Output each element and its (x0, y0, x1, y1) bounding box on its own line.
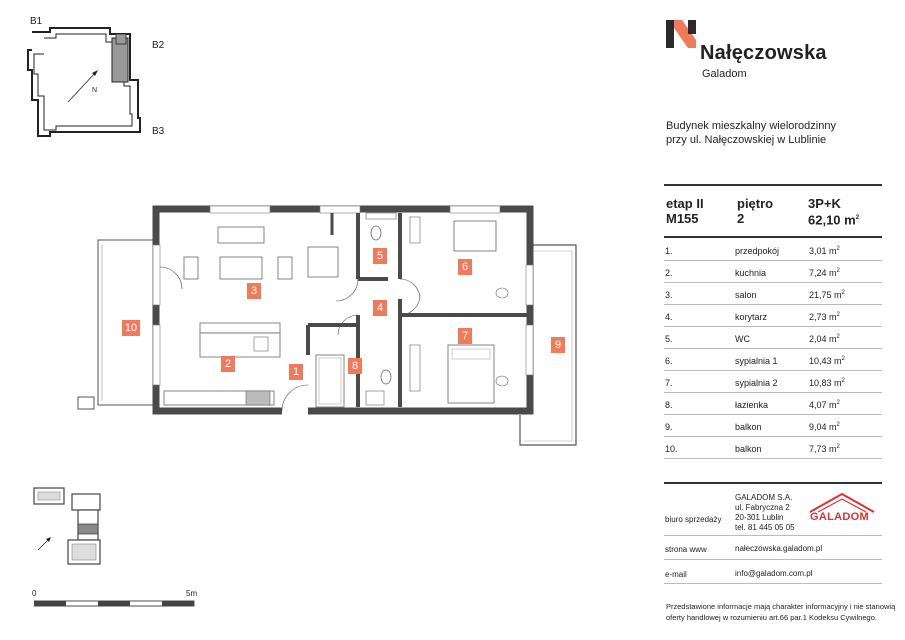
room-tag-9: 9 (551, 337, 565, 353)
disclaimer-line-1: Przedstawione informacje mają charakter … (666, 602, 896, 611)
website-label: strona www (665, 545, 707, 554)
apartment-code: M155 (666, 211, 699, 226)
scale-end: 5m (186, 589, 198, 598)
brand-logo-icon (666, 20, 696, 48)
type-block: 3P+K 62,10 m2 (808, 196, 859, 227)
sales-office-label: biuro sprzedaży (665, 515, 722, 524)
table-header-rule (664, 236, 882, 238)
stage-label: etap II (666, 196, 704, 211)
email-row: e-mail info@galadom.com.pl (664, 560, 882, 584)
keyplan-label-b2: B2 (152, 40, 165, 51)
floor-plan (77, 205, 577, 446)
floor-label: piętro (737, 196, 774, 211)
scale-bar (34, 600, 195, 607)
room-tag-7: 7 (458, 328, 472, 344)
keyplan-label-b1: B1 (30, 16, 43, 27)
apartment-type: 3P+K (808, 196, 841, 211)
galadom-logo-text: GALADOM (810, 511, 869, 523)
disclaimer: Przedstawione informacje mają charakter … (666, 601, 896, 623)
room-tag-4: 4 (373, 300, 387, 316)
room-tag-6: 6 (458, 259, 472, 275)
building-description: Budynek mieszkalny wielorodzinny przy ul… (666, 119, 836, 147)
svg-text:N: N (92, 87, 97, 94)
company-street: ul. Fabryczna 2 (735, 503, 790, 512)
site-plan (33, 487, 101, 565)
table-top-rule (664, 184, 882, 186)
room-tag-1: 1 (289, 364, 303, 380)
company-name: GALADOM S.A. (735, 493, 793, 502)
keyplan-label-b3: B3 (152, 126, 165, 137)
disclaimer-line-2: oferty handlowej w rozumieniu art.66 par… (666, 613, 877, 622)
description-line-2: przy ul. Nałęczowskiej w Lublinie (666, 134, 827, 146)
website-row: strona www nałeczowska.galadom.pl (664, 536, 882, 560)
scale-start: 0 (32, 589, 37, 598)
stage-block: etap II M155 (666, 196, 704, 226)
company-city: 20-301 Lublin (735, 513, 784, 522)
apartment-area: 62,10 m2 (808, 212, 860, 228)
galadom-logo-icon (809, 492, 875, 513)
room-tag-2: 2 (221, 356, 235, 372)
description-line-1: Budynek mieszkalny wielorodzinny (666, 120, 836, 132)
room-tag-10: 10 (122, 320, 140, 336)
floor-value: 2 (737, 211, 745, 226)
website-link[interactable]: nałeczowska.galadom.pl (735, 544, 823, 553)
company-phone: tel. 81 445 05 05 (735, 523, 795, 532)
email-link[interactable]: info@galadom.com.pl (735, 569, 813, 578)
sales-office-address: GALADOM S.A. ul. Fabryczna 2 20-301 Lubl… (735, 493, 795, 533)
room-tag-8: 8 (348, 358, 362, 374)
sales-office-row: biuro sprzedaży GALADOM S.A. ul. Fabrycz… (664, 486, 882, 536)
room-tag-3: 3 (247, 283, 261, 299)
brand-sub: Galadom (702, 68, 747, 80)
floor-block: piętro 2 (737, 196, 773, 226)
room-tag-5: 5 (373, 248, 387, 264)
table-bottom-rule (664, 482, 882, 484)
key-plan-drawing: N (27, 27, 141, 137)
email-label: e-mail (665, 570, 687, 579)
brand-name: Nałęczowska (700, 42, 827, 64)
